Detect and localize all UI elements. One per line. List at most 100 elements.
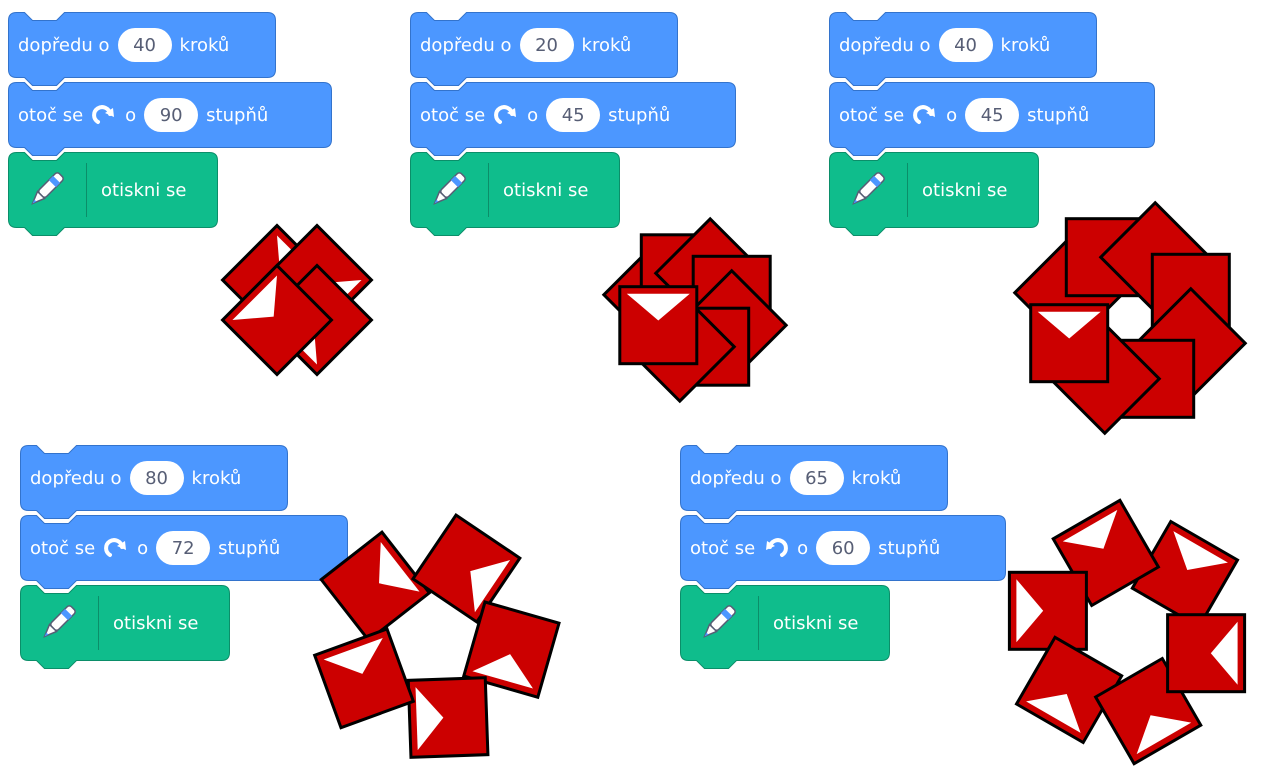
- stamp-triangle: [472, 654, 533, 689]
- rotate-right-icon: [103, 535, 129, 561]
- turn-prefix: otoč se: [18, 104, 84, 126]
- stamp-label: otiskni se: [113, 612, 199, 634]
- pen-icon: [30, 600, 86, 646]
- stamp-pattern-4: [312, 512, 561, 759]
- move-prefix: dopředu o: [30, 467, 122, 489]
- move-suffix: kroků: [1000, 34, 1051, 56]
- stamp-square: [312, 627, 416, 730]
- turn-degrees-input[interactable]: 90: [144, 98, 199, 132]
- stamp-triangle: [470, 559, 511, 613]
- turn-block[interactable]: otoč se o 72 stupňů: [20, 515, 348, 589]
- stamp-triangle: [1037, 311, 1101, 339]
- move-suffix: kroků: [191, 467, 242, 489]
- turn-mid: o: [125, 104, 137, 126]
- turn-prefix: otoč se: [690, 537, 756, 559]
- move-block[interactable]: dopředu o 20 kroků: [410, 12, 678, 86]
- block-divider: [98, 596, 99, 650]
- stamp-triangle: [626, 293, 690, 321]
- turn-suffix: stupňů: [608, 104, 671, 126]
- stamp-label: otiskni se: [922, 179, 1008, 201]
- block-divider: [488, 163, 489, 217]
- stamp-block[interactable]: otiskni se: [410, 152, 620, 236]
- stamp-square: [406, 676, 490, 759]
- stamp-square: [618, 285, 699, 366]
- move-steps-input[interactable]: 20: [519, 28, 574, 62]
- stamp-triangle: [1026, 693, 1081, 733]
- rotate-right-icon: [493, 102, 519, 128]
- stamp-square: [220, 263, 334, 377]
- stamp-square: [410, 512, 522, 625]
- stamp-label: otiskni se: [503, 179, 589, 201]
- block-divider: [907, 163, 908, 217]
- rotate-left-icon: [763, 535, 789, 561]
- turn-block[interactable]: otoč se o 90 stupňů: [8, 82, 332, 156]
- move-prefix: dopředu o: [690, 467, 782, 489]
- stamp-square: [1166, 613, 1247, 694]
- move-steps-input[interactable]: 40: [938, 28, 993, 62]
- move-block[interactable]: dopředu o 40 kroků: [8, 12, 276, 86]
- pen-icon: [420, 167, 476, 213]
- move-steps-input[interactable]: 40: [117, 28, 172, 62]
- move-prefix: dopředu o: [839, 34, 931, 56]
- rotate-right-icon: [912, 102, 938, 128]
- stamp-pattern-3: [1012, 200, 1248, 436]
- stamp-triangle: [1016, 579, 1044, 643]
- turn-suffix: stupňů: [878, 537, 941, 559]
- move-block[interactable]: dopředu o 40 kroků: [829, 12, 1097, 86]
- stamp-square: [1014, 635, 1124, 745]
- stamp-square: [1029, 303, 1110, 384]
- turn-degrees-input[interactable]: 60: [816, 531, 871, 565]
- stamp-label: otiskni se: [773, 612, 859, 634]
- block-divider: [86, 163, 87, 217]
- stamp-pattern-2: [601, 216, 789, 404]
- pen-icon: [839, 167, 895, 213]
- turn-block[interactable]: otoč se o 60 stupňů: [680, 515, 1006, 589]
- stamp-block[interactable]: otiskni se: [20, 585, 230, 669]
- stamp-triangle: [1210, 621, 1238, 685]
- turn-suffix: stupňů: [218, 537, 281, 559]
- turn-degrees-input[interactable]: 72: [156, 531, 211, 565]
- stamp-label: otiskni se: [101, 179, 187, 201]
- move-prefix: dopředu o: [420, 34, 512, 56]
- stamp-triangle: [1173, 531, 1228, 571]
- pen-icon: [690, 600, 746, 646]
- rotate-right-icon: [91, 102, 117, 128]
- move-suffix: kroků: [581, 34, 632, 56]
- turn-mid: o: [137, 537, 149, 559]
- stamp-square: [319, 530, 432, 643]
- turn-mid: o: [797, 537, 809, 559]
- stamp-triangle: [1136, 715, 1192, 755]
- stamp-block[interactable]: otiskni se: [680, 585, 890, 669]
- move-block[interactable]: dopředu o 65 kroků: [680, 445, 948, 519]
- move-prefix: dopředu o: [18, 34, 110, 56]
- stamp-triangle: [379, 541, 420, 592]
- stamp-triangle: [1062, 509, 1118, 549]
- turn-suffix: stupňů: [206, 104, 269, 126]
- turn-mid: o: [527, 104, 539, 126]
- stamp-triangle: [415, 687, 444, 751]
- turn-degrees-input[interactable]: 45: [965, 98, 1020, 132]
- stamp-block[interactable]: otiskni se: [8, 152, 218, 236]
- turn-block[interactable]: otoč se o 45 stupňů: [410, 82, 736, 156]
- turn-degrees-input[interactable]: 45: [546, 98, 601, 132]
- stamp-triangle: [323, 637, 383, 674]
- stamp-pattern-1: [220, 223, 374, 377]
- move-steps-input[interactable]: 80: [129, 461, 184, 495]
- move-steps-input[interactable]: 65: [789, 461, 844, 495]
- pen-icon: [18, 167, 74, 213]
- move-suffix: kroků: [179, 34, 230, 56]
- turn-suffix: stupňů: [1027, 104, 1090, 126]
- move-block[interactable]: dopředu o 80 kroků: [20, 445, 288, 519]
- stamp-block[interactable]: otiskni se: [829, 152, 1039, 236]
- turn-prefix: otoč se: [30, 537, 96, 559]
- turn-prefix: otoč se: [839, 104, 905, 126]
- turn-prefix: otoč se: [420, 104, 486, 126]
- turn-block[interactable]: otoč se o 45 stupňů: [829, 82, 1155, 156]
- move-suffix: kroků: [851, 467, 902, 489]
- block-divider: [758, 596, 759, 650]
- stamp-square: [461, 600, 561, 700]
- stamp-pattern-5: [1007, 498, 1247, 766]
- stamp-square: [1007, 570, 1088, 651]
- turn-mid: o: [946, 104, 958, 126]
